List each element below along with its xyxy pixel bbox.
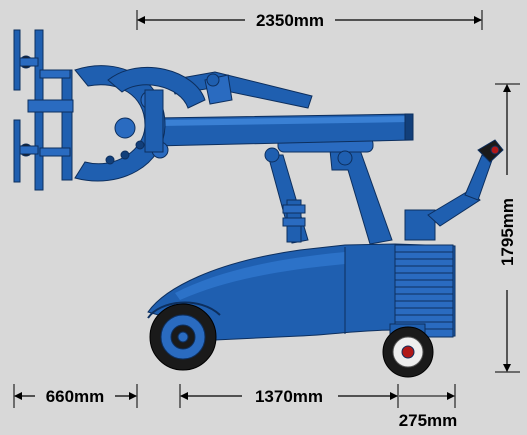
rear-overhang-label: 275mm (399, 411, 458, 430)
dimension-rear-overhang: 275mm (399, 384, 458, 430)
dimension-overall-height: 1795mm (495, 83, 520, 373)
rear-wheel (382, 323, 434, 378)
overall-length-label: 2350mm (256, 11, 324, 30)
boom-highlight (160, 116, 410, 126)
boom-end-cap (404, 113, 414, 141)
tilt-head (74, 65, 206, 182)
control-handle (404, 139, 504, 241)
wheelbase-label: 1370mm (255, 387, 323, 406)
vacuum-frame (13, 29, 74, 191)
overall-height-label: 1795mm (498, 198, 517, 266)
machine (13, 29, 504, 378)
lift-cylinder (282, 199, 306, 243)
mast (329, 149, 393, 245)
dimension-overall-length: 2350mm (136, 10, 483, 30)
chassis-top-stripe (175, 252, 345, 300)
front-wheel (147, 301, 221, 371)
dimension-wheelbase: 1370mm (179, 384, 399, 408)
dimension-front-overhang: 660mm (13, 384, 138, 408)
front-overhang-label: 660mm (46, 387, 105, 406)
rear-grille (394, 244, 454, 338)
